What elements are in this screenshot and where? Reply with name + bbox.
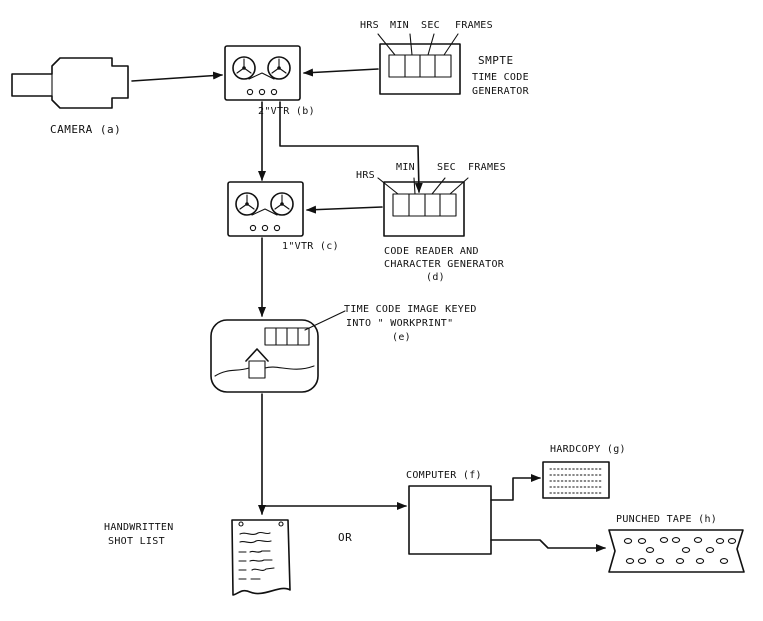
punched-tape-label: PUNCHED TAPE (h) [616,514,717,525]
punched-tape [608,529,745,573]
smpte-label-line3: GENERATOR [472,86,530,97]
smpte-label-line2: TIME CODE [472,72,529,83]
field-label-hrs: HRS [360,20,379,31]
field-label-sec: SEC [437,162,456,173]
arrow-code-reader-to-vtr-1in [306,205,383,214]
field-label-min: MIN [390,20,409,31]
vtr-1in [227,181,304,237]
keyed-label-line3: (e) [392,332,411,343]
reel-icon [267,56,291,80]
vtr-1in-label: 1"VTR (c) [282,241,339,252]
shot-list-label-line2: SHOT LIST [108,536,165,547]
hardcopy-label: HARDCOPY (g) [550,444,626,455]
arrow-smpte-to-vtr-2in [303,68,379,77]
camera [11,57,129,109]
arrow-vtr-2in-to-code-reader [279,101,423,193]
or-label: OR [338,531,352,544]
shot-list-label-line1: HANDWRITTEN [104,522,174,533]
field-label-frames: FRAMES [455,20,493,31]
shot-list-paper [231,519,291,596]
code-reader-label-line1: CODE READER AND [384,246,479,257]
code-reader-character-generator [377,177,469,237]
reel-icon [270,192,294,216]
field-label-sec: SEC [421,20,440,31]
reel-icon [232,56,256,80]
computer [408,485,492,555]
smpte-label-line1: SMPTE [478,54,514,67]
vtr-2in-label: 2"VTR (b) [258,106,315,117]
reel-icon [235,192,259,216]
keyed-label-line1: TIME CODE IMAGE KEYED [344,304,477,315]
camera-label: CAMERA (a) [50,123,121,136]
arrow-computer-to-hardcopy [490,474,541,501]
field-label-hrs: HRS [356,170,375,181]
smpte-time-code-generator [377,33,461,95]
code-reader-label-line3: (d) [426,272,445,283]
vtr-2in [224,45,301,101]
arrow-camera-to-vtr-2in [131,71,223,82]
field-label-frames: FRAMES [468,162,506,173]
workprint-monitor [210,310,346,393]
code-reader-label-line2: CHARACTER GENERATOR [384,259,505,270]
keyed-label-line2: INTO " WORKPRINT" [346,318,453,329]
field-label-min: MIN [396,162,415,173]
arrow-computer-to-punched-tape [490,539,606,552]
computer-label: COMPUTER (f) [406,470,482,481]
hardcopy [542,461,610,499]
